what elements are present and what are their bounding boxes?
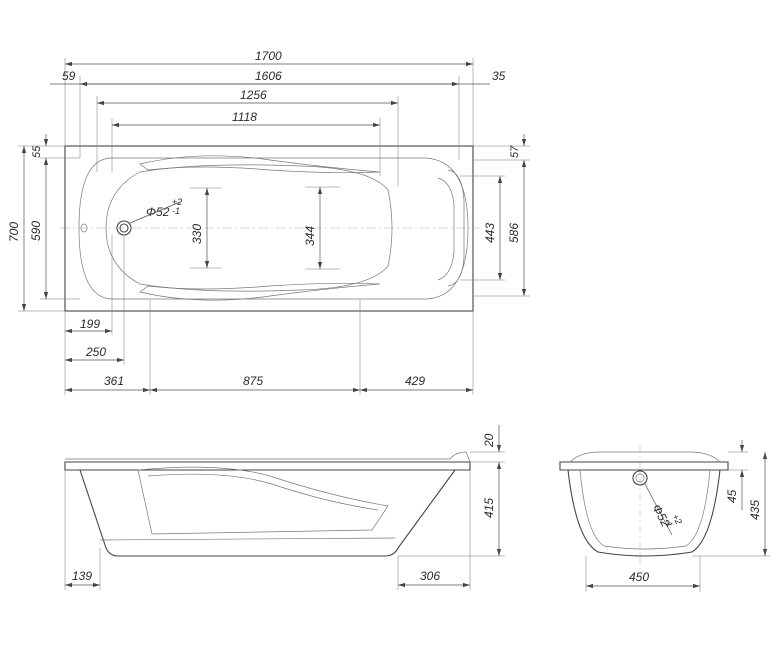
top-view: 1700 59 1606 35 1256 1118 700 590 55 330… <box>7 49 530 395</box>
side-view-panel <box>137 466 389 535</box>
drain-label: Φ52 <box>146 205 170 219</box>
end-view-body <box>567 469 721 557</box>
dim-1700: 1700 <box>255 49 282 63</box>
dim-1118: 1118 <box>232 110 257 124</box>
dim-429: 429 <box>405 374 425 388</box>
top-view-basin <box>105 164 393 292</box>
dim-59: 59 <box>62 69 76 83</box>
side-view-rim <box>64 461 471 471</box>
dim-139: 139 <box>72 569 92 583</box>
end-view: 45 435 450 Φ52 +2 -1 <box>559 440 770 592</box>
dim-875: 875 <box>243 374 263 388</box>
dim-1256: 1256 <box>240 88 267 102</box>
dim-20: 20 <box>482 433 496 448</box>
top-view-headrest-inner <box>437 177 455 281</box>
dim-57: 57 <box>509 145 521 158</box>
dim-443: 443 <box>483 223 497 243</box>
dim-415: 415 <box>482 498 496 518</box>
dim-250: 250 <box>85 345 106 359</box>
dim-330: 330 <box>190 224 204 244</box>
end-view-overflow-tol-minus: -1 <box>662 517 675 529</box>
top-view-inner-rim <box>78 157 469 300</box>
dim-199: 199 <box>80 317 100 331</box>
top-view-armrest-lower <box>139 282 381 301</box>
top-view-headrest <box>447 169 465 287</box>
dim-306: 306 <box>420 569 440 583</box>
drain-tol-minus: -1 <box>172 206 180 216</box>
dim-35: 35 <box>492 69 506 83</box>
end-view-overflow-tol-plus: +2 <box>670 512 684 526</box>
dim-1606: 1606 <box>255 69 282 83</box>
dim-45: 45 <box>725 489 739 503</box>
dim-450: 450 <box>629 570 649 584</box>
dim-590: 590 <box>29 221 43 241</box>
side-view: 20 415 139 306 <box>64 425 505 590</box>
dim-586: 586 <box>507 223 521 243</box>
end-view-rim <box>559 461 729 471</box>
drain-tol-plus: +2 <box>172 197 182 207</box>
dim-700: 700 <box>7 222 21 242</box>
dim-344: 344 <box>303 226 317 246</box>
side-view-body <box>79 469 456 557</box>
dim-55: 55 <box>31 145 43 158</box>
dim-435: 435 <box>748 500 762 520</box>
dim-361: 361 <box>104 374 124 388</box>
top-view-outer-rim <box>64 145 474 312</box>
